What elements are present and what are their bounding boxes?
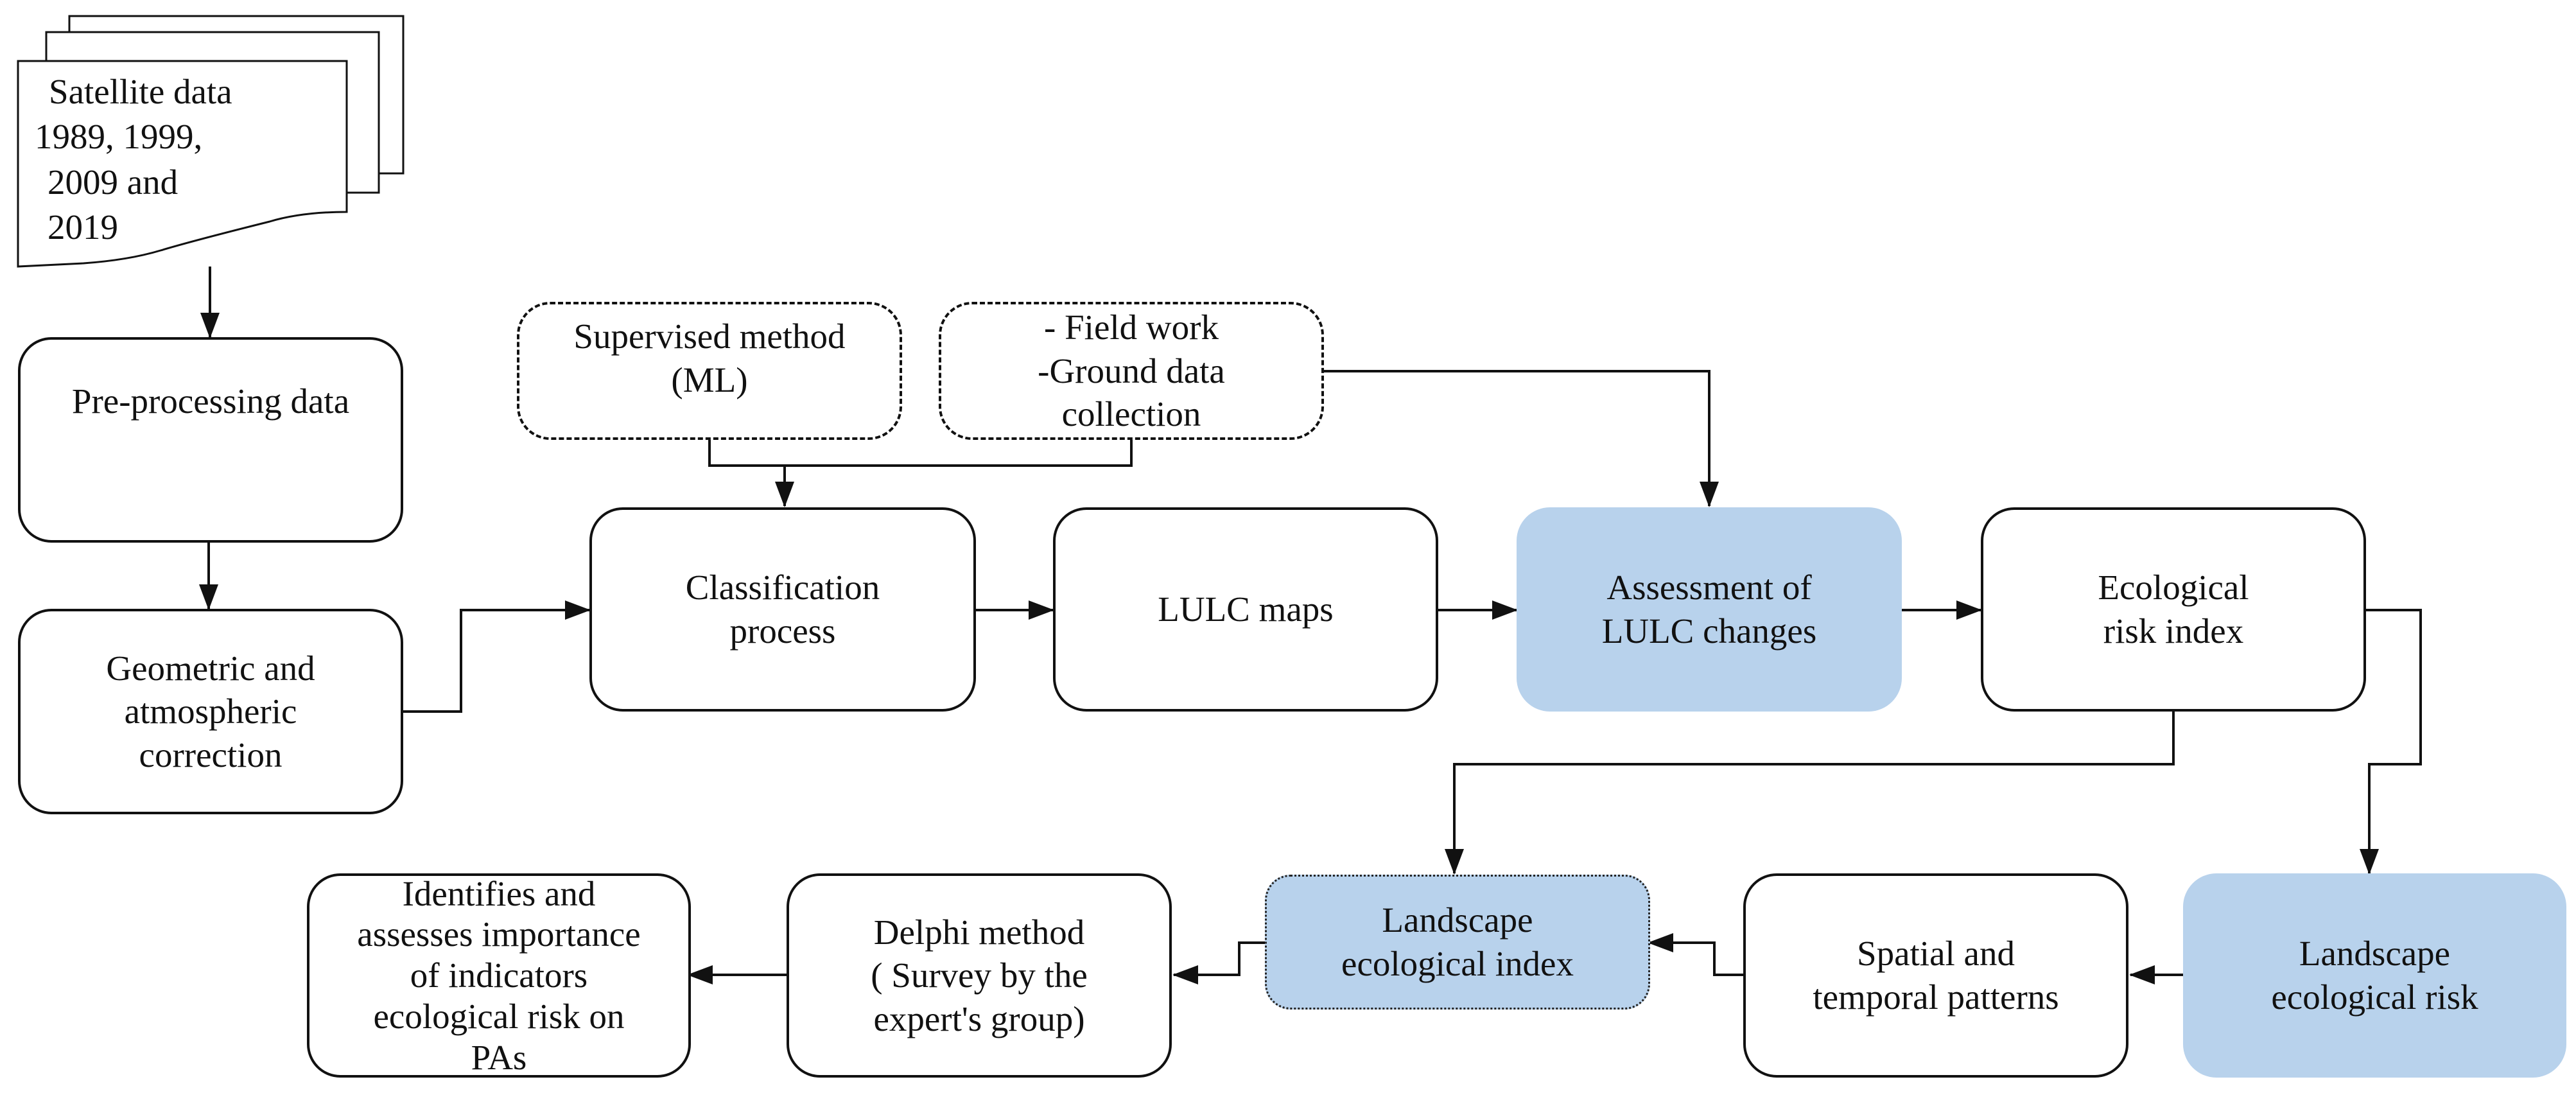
landscape-index-line-1: Landscape — [1382, 900, 1533, 940]
fieldwork-line-3: collection — [1061, 394, 1201, 434]
satellite-line-4: 2019 — [48, 207, 118, 247]
supervised-line-2: (ML) — [671, 360, 748, 399]
arrow-spatial-to-landscapeindex — [1648, 933, 1743, 976]
geometric-line-3: correction — [139, 735, 283, 774]
identifies-line-2: assesses importance — [357, 914, 641, 954]
risk-index-line-2: risk index — [2103, 611, 2244, 651]
preprocessing-label: Pre-processing data — [71, 381, 350, 421]
ecological-risk-index-box: Ecological risk index — [1981, 507, 2366, 712]
identifies-line-3: of indicators — [410, 956, 588, 995]
assessment-lulc-changes-box: Assessment of LULC changes — [1517, 507, 1902, 712]
spatial-temporal-patterns-box: Spatial and temporal patterns — [1743, 873, 2128, 1078]
risk-index-line-1: Ecological — [2098, 568, 2249, 608]
satellite-line-1: Satellite data — [49, 72, 232, 111]
classification-process-box: Classification process — [589, 507, 976, 712]
identifies-line-5: PAs — [471, 1037, 527, 1077]
landscape-ecological-index-box: Landscape ecological index — [1265, 875, 1650, 1010]
spatial-line-1: Spatial and — [1857, 934, 2015, 974]
identifies-assesses-box: Identifies and assesses importance of in… — [307, 873, 691, 1078]
supervised-method-box: Supervised method (ML) — [517, 302, 902, 440]
preprocessing-box: Pre-processing data — [18, 337, 403, 543]
arrow-landscapeindex-to-delphi — [1172, 941, 1266, 984]
satellite-line-3: 2009 and — [48, 162, 178, 202]
geometric-correction-box: Geometric and atmospheric correction — [18, 609, 403, 814]
satellite-data-document — [17, 15, 405, 268]
landscape-ecological-risk-box: Landscape ecological risk — [2183, 873, 2566, 1078]
delphi-line-3: expert's group) — [873, 999, 1085, 1038]
classification-line-2: process — [729, 611, 836, 651]
assessment-line-2: LULC changes — [1601, 611, 1817, 651]
arrow-riskindex-to-landscapeindex — [1445, 712, 2175, 875]
landscape-index-line-2: ecological index — [1341, 944, 1574, 983]
lulc-maps-box: LULC maps — [1053, 507, 1438, 712]
supervised-line-1: Supervised method — [573, 316, 846, 356]
spatial-line-2: temporal patterns — [1813, 977, 2059, 1017]
assessment-line-1: Assessment of — [1606, 568, 1812, 608]
landscape-risk-line-1: Landscape — [2299, 934, 2451, 974]
geometric-line-2: atmospheric — [124, 692, 297, 731]
arrow-riskindex-to-landscaperisk — [2360, 609, 2422, 875]
classification-line-1: Classification — [685, 568, 880, 608]
satellite-data-label: Satellite data 1989, 1999, 2009 and 2019 — [35, 69, 232, 250]
delphi-line-1: Delphi method — [873, 912, 1085, 952]
geometric-line-1: Geometric and — [106, 648, 315, 688]
satellite-line-2: 1989, 1999, — [35, 117, 203, 157]
arrow-geometric-to-classification — [401, 600, 591, 713]
arrow-fieldwork-to-assessment — [1323, 370, 1719, 507]
fieldwork-line-2: -Ground data — [1038, 351, 1225, 390]
landscape-risk-line-2: ecological risk — [2271, 977, 2478, 1017]
delphi-method-box: Delphi method ( Survey by the expert's g… — [787, 873, 1172, 1078]
delphi-line-2: ( Survey by the — [871, 956, 1088, 995]
connector-supervised-merge — [708, 440, 1133, 467]
fieldwork-line-1: - Field work — [1044, 308, 1219, 347]
lulc-maps-label: LULC maps — [1158, 590, 1334, 629]
identifies-line-1: Identifies and — [402, 873, 596, 913]
fieldwork-box: - Field work -Ground data collection — [939, 302, 1324, 440]
identifies-line-4: ecological risk on — [373, 996, 625, 1036]
